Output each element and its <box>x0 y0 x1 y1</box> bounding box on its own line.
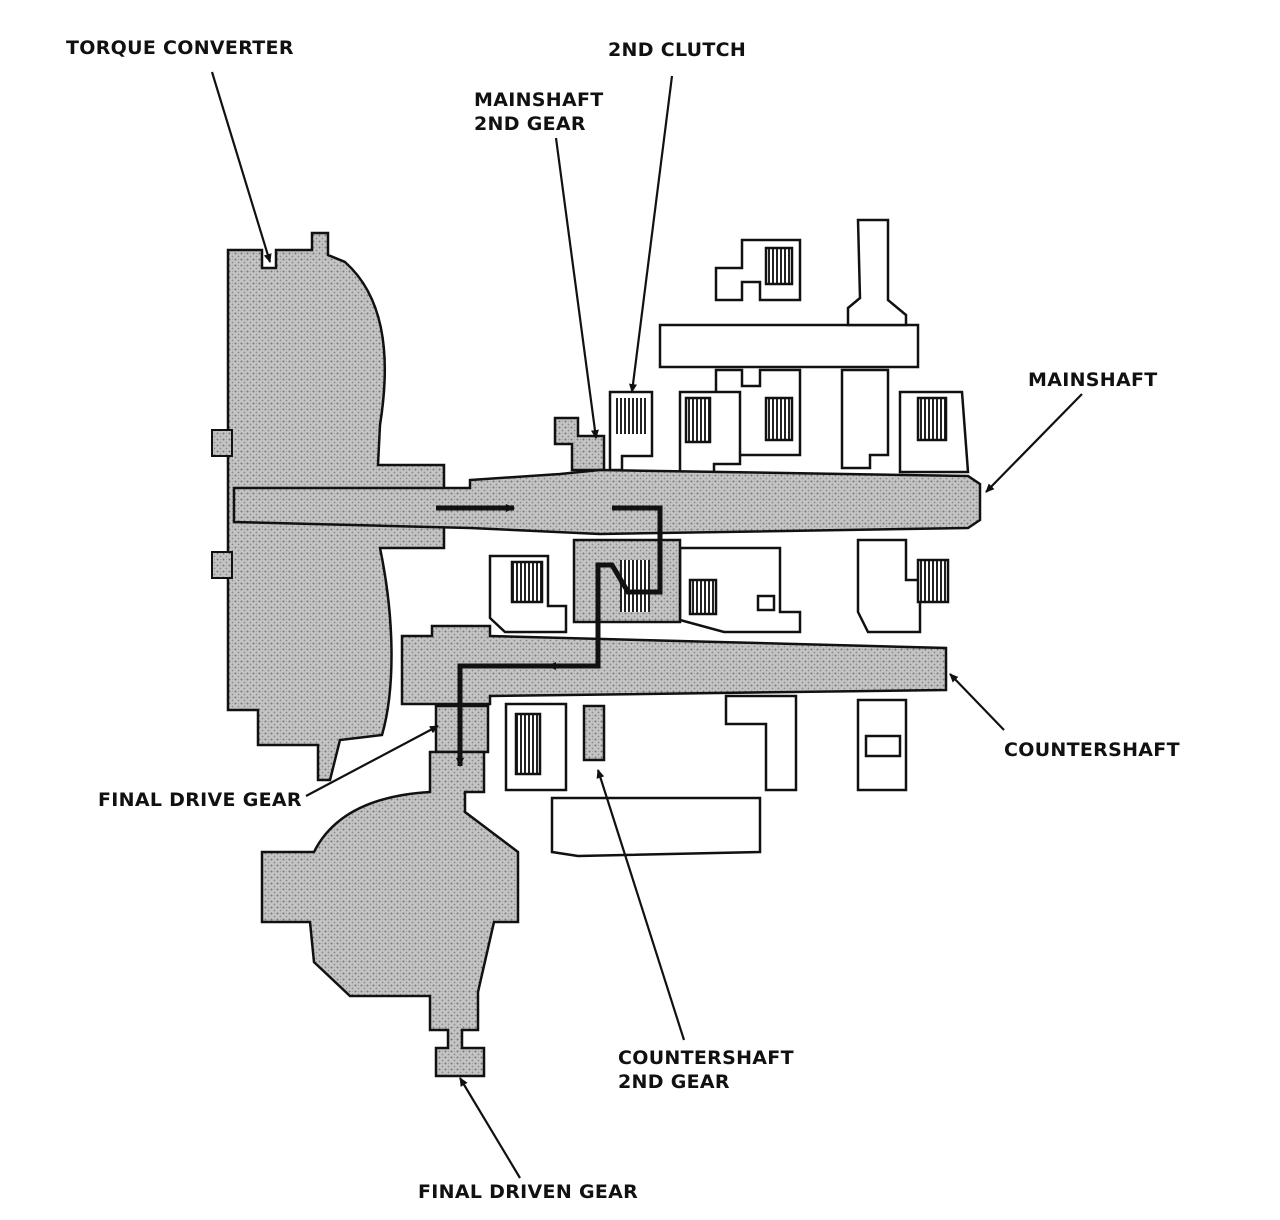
label-countershaft: COUNTERSHAFT <box>1004 739 1180 761</box>
label-final-drive-gear: FINAL DRIVE GEAR <box>98 789 302 811</box>
label-mainshaft-2nd-gear: MAINSHAFT 2ND GEAR <box>474 89 604 135</box>
label-2nd-clutch: 2ND CLUTCH <box>608 39 747 61</box>
final-driven-gear <box>260 750 520 1078</box>
mainshaft <box>232 468 982 536</box>
lower-clutch-assemblies <box>488 538 950 634</box>
lower-housing <box>504 694 908 858</box>
power-flow-path <box>436 504 663 767</box>
mainshaft-2nd-gear <box>553 416 606 472</box>
leader-lines <box>210 71 1083 1179</box>
label-mainshaft: MAINSHAFT <box>1028 369 1158 391</box>
label-final-driven-gear: FINAL DRIVEN GEAR <box>418 1181 639 1203</box>
label-torque-converter: TORQUE CONVERTER <box>66 37 294 59</box>
second-clutch <box>608 390 654 472</box>
label-countershaft-2nd-gear: COUNTERSHAFT 2ND GEAR <box>618 1047 794 1093</box>
countershaft <box>400 624 948 706</box>
clutch-assemblies <box>658 218 970 477</box>
